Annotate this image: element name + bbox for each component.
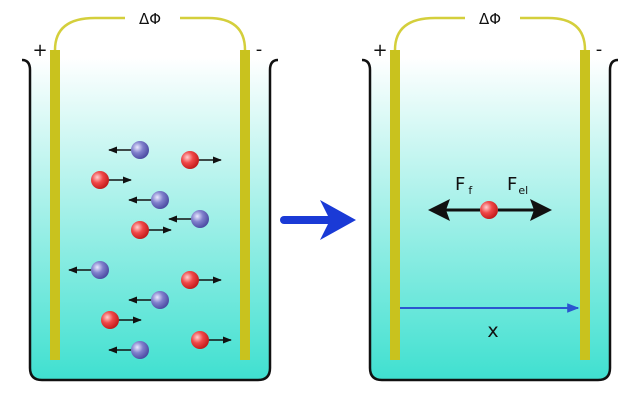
electric-force-label: Fel <box>507 174 528 197</box>
left-cell: ΔΦ + - <box>21 10 279 382</box>
left-anode-sign: + <box>32 40 47 61</box>
cation <box>480 201 498 219</box>
right-cathode-sign: - <box>596 39 603 60</box>
cation <box>91 171 132 189</box>
distance-label: x <box>487 320 498 342</box>
anion <box>128 191 169 209</box>
right-potential-label: ΔΦ <box>479 10 501 28</box>
right-cathode <box>580 50 590 360</box>
cation <box>101 311 142 329</box>
left-electrolyte <box>31 58 269 380</box>
cation <box>131 221 172 239</box>
left-wire <box>53 16 247 51</box>
right-wire <box>393 16 587 51</box>
right-beaker <box>361 58 619 382</box>
anion <box>108 341 149 359</box>
cation <box>191 331 232 349</box>
anion <box>68 261 109 279</box>
left-cathode <box>240 50 250 360</box>
friction-force-arrowhead <box>428 199 450 221</box>
left-anode <box>50 50 60 360</box>
anion <box>108 141 149 159</box>
transition-arrow <box>280 200 356 240</box>
right-anode <box>390 50 400 360</box>
cation <box>181 151 222 169</box>
left-cathode-sign: - <box>256 39 263 60</box>
electric-force-arrowhead <box>530 199 552 221</box>
cation <box>181 271 222 289</box>
anion <box>128 291 169 309</box>
anion <box>168 210 209 228</box>
left-potential-label: ΔΦ <box>139 10 161 28</box>
right-anode-sign: + <box>372 40 387 61</box>
left-beaker <box>21 58 279 382</box>
right-electrolyte <box>371 58 609 380</box>
